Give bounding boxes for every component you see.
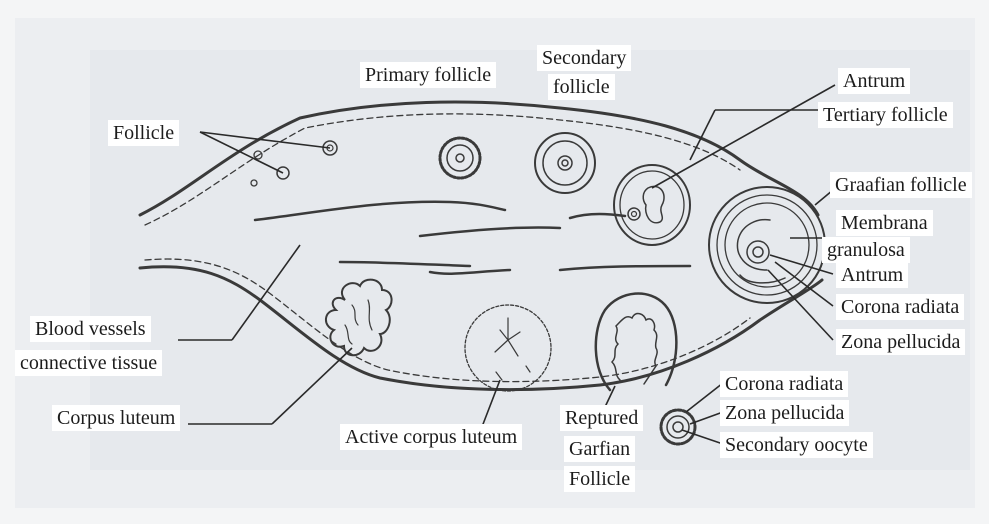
label-blood-vessels: Blood vessels: [30, 316, 151, 342]
label-corona-radiata-bottom: Corona radiata: [720, 371, 848, 397]
label-connective-tissue: connective tissue: [15, 350, 162, 376]
label-secondary-follicle-1: Secondary: [537, 45, 631, 71]
label-membrana-2: granulosa: [822, 237, 910, 263]
label-membrana-1: Membrana: [836, 210, 933, 236]
label-active-corpus-luteum: Active corpus luteum: [340, 424, 522, 450]
label-graafian-follicle: Graafian follicle: [830, 172, 972, 198]
label-secondary-follicle-2: follicle: [548, 74, 615, 100]
label-antrum-top: Antrum: [838, 68, 910, 94]
label-reptured-1: Reptured: [560, 405, 643, 431]
label-corpus-luteum: Corpus luteum: [52, 405, 180, 431]
label-antrum-right: Antrum: [836, 262, 908, 288]
label-zona-pellucida-right: Zona pellucida: [836, 329, 965, 355]
label-corona-radiata-right: Corona radiata: [836, 294, 964, 320]
label-primary-follicle: Primary follicle: [360, 62, 496, 88]
label-follicle: Follicle: [108, 120, 179, 146]
label-zona-pellucida-bottom: Zona pellucida: [720, 400, 849, 426]
label-reptured-2: Garfian: [564, 436, 635, 462]
label-tertiary-follicle: Tertiary follicle: [818, 102, 953, 128]
label-reptured-3: Follicle: [564, 466, 635, 492]
label-secondary-oocyte: Secondary oocyte: [720, 432, 873, 458]
